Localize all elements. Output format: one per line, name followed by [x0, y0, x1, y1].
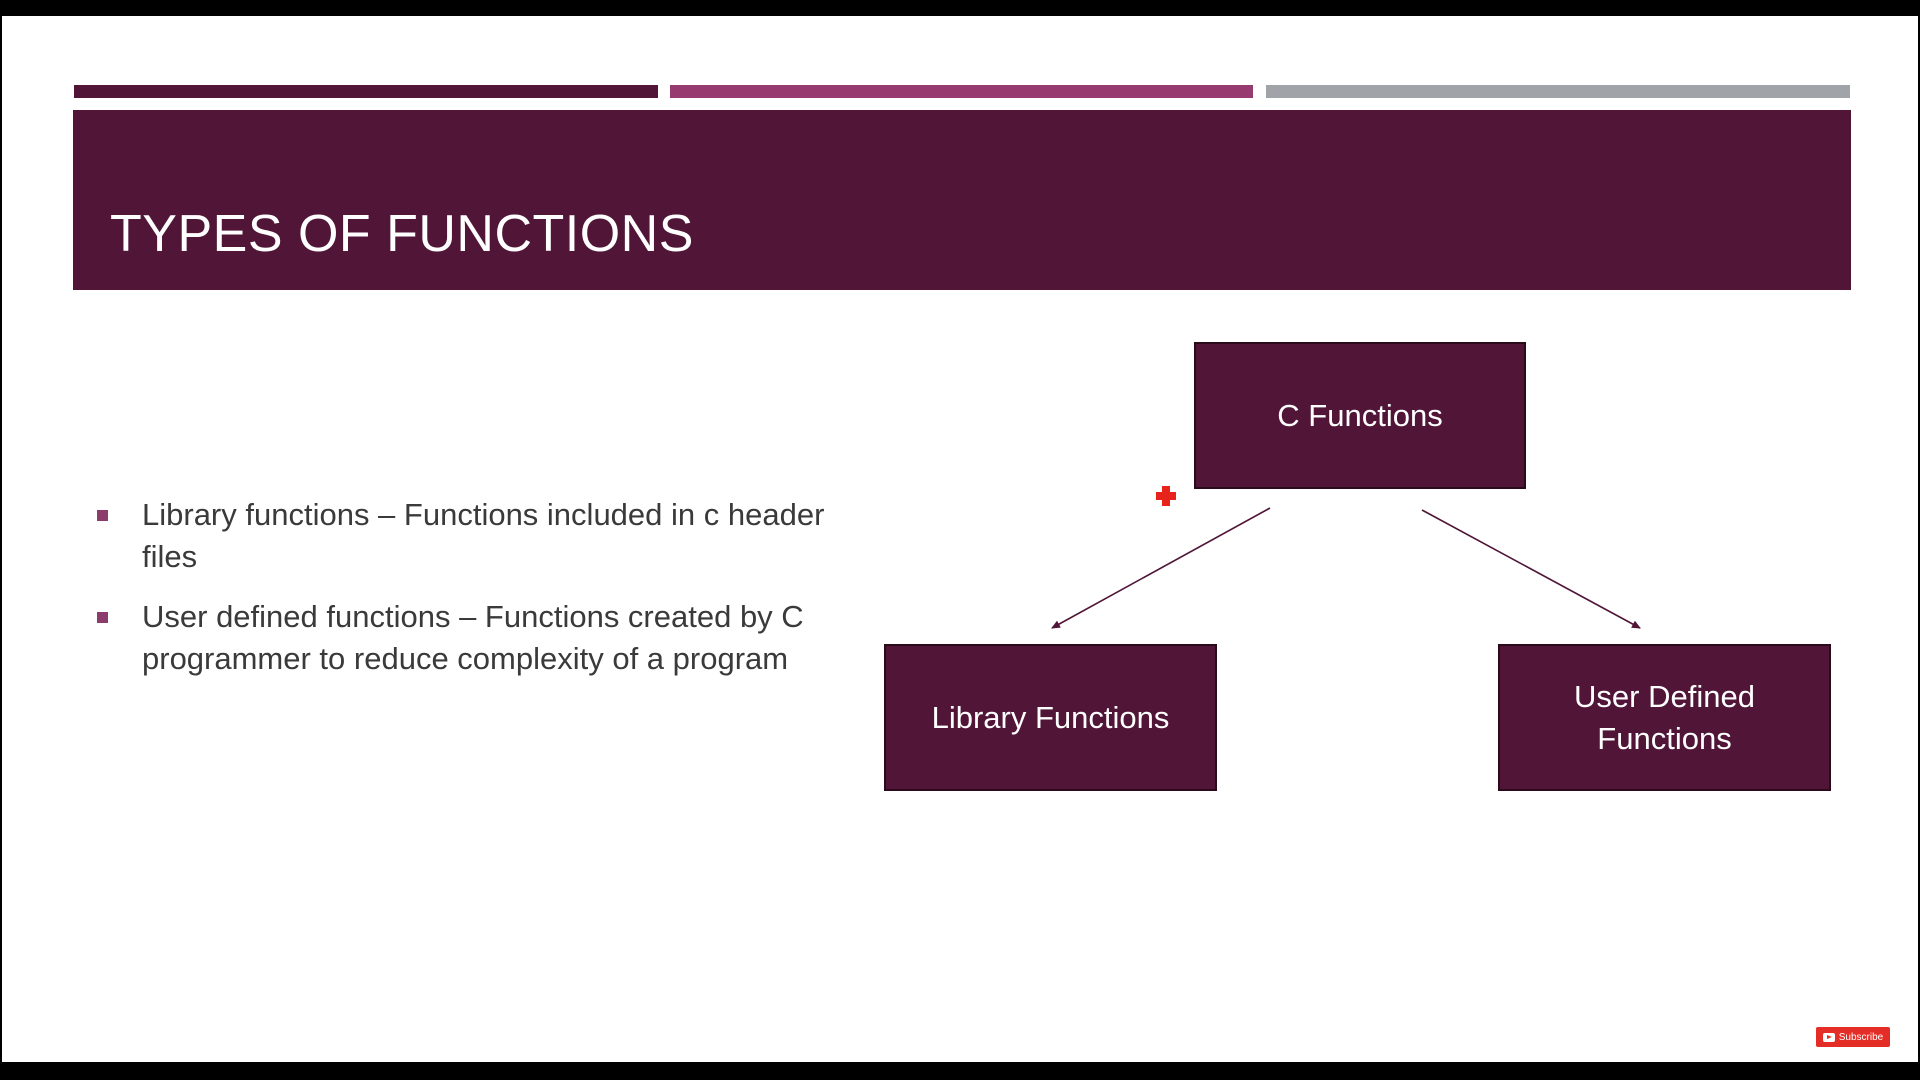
subscribe-button[interactable]: Subscribe: [1816, 1027, 1890, 1047]
bullet-list: Library functions – Functions included i…: [94, 494, 834, 698]
title-band: TYPES OF FUNCTIONS: [73, 110, 1851, 290]
node-label: User Defined Functions: [1574, 678, 1755, 756]
arrow-to-library-functions: [1051, 507, 1271, 629]
slide-title: TYPES OF FUNCTIONS: [110, 205, 694, 263]
node-library-functions: Library Functions: [884, 644, 1217, 791]
square-bullet-icon: [97, 510, 108, 521]
accent-bar-primary: [74, 85, 658, 98]
slide: TYPES OF FUNCTIONS Library functions – F…: [2, 16, 1918, 1062]
bullet-item-library: Library functions – Functions included i…: [94, 494, 834, 578]
node-label: Library Functions: [931, 699, 1170, 735]
youtube-play-icon: [1822, 1032, 1835, 1042]
square-bullet-icon: [97, 612, 108, 623]
accent-bar-neutral: [1266, 85, 1850, 98]
node-label: C Functions: [1277, 397, 1443, 433]
subscribe-label: Subscribe: [1838, 1031, 1884, 1043]
red-cross-cursor-icon: [1156, 486, 1176, 506]
accent-bar-accent: [670, 85, 1253, 98]
bullet-item-user-defined: User defined functions – Functions creat…: [94, 596, 834, 680]
bullet-text: Library functions – Functions included i…: [142, 497, 825, 574]
arrow-to-user-defined-functions: [1421, 509, 1641, 629]
node-user-defined-functions: User Defined Functions: [1498, 644, 1831, 791]
bullet-text: User defined functions – Functions creat…: [142, 599, 804, 676]
node-c-functions: C Functions: [1194, 342, 1526, 489]
